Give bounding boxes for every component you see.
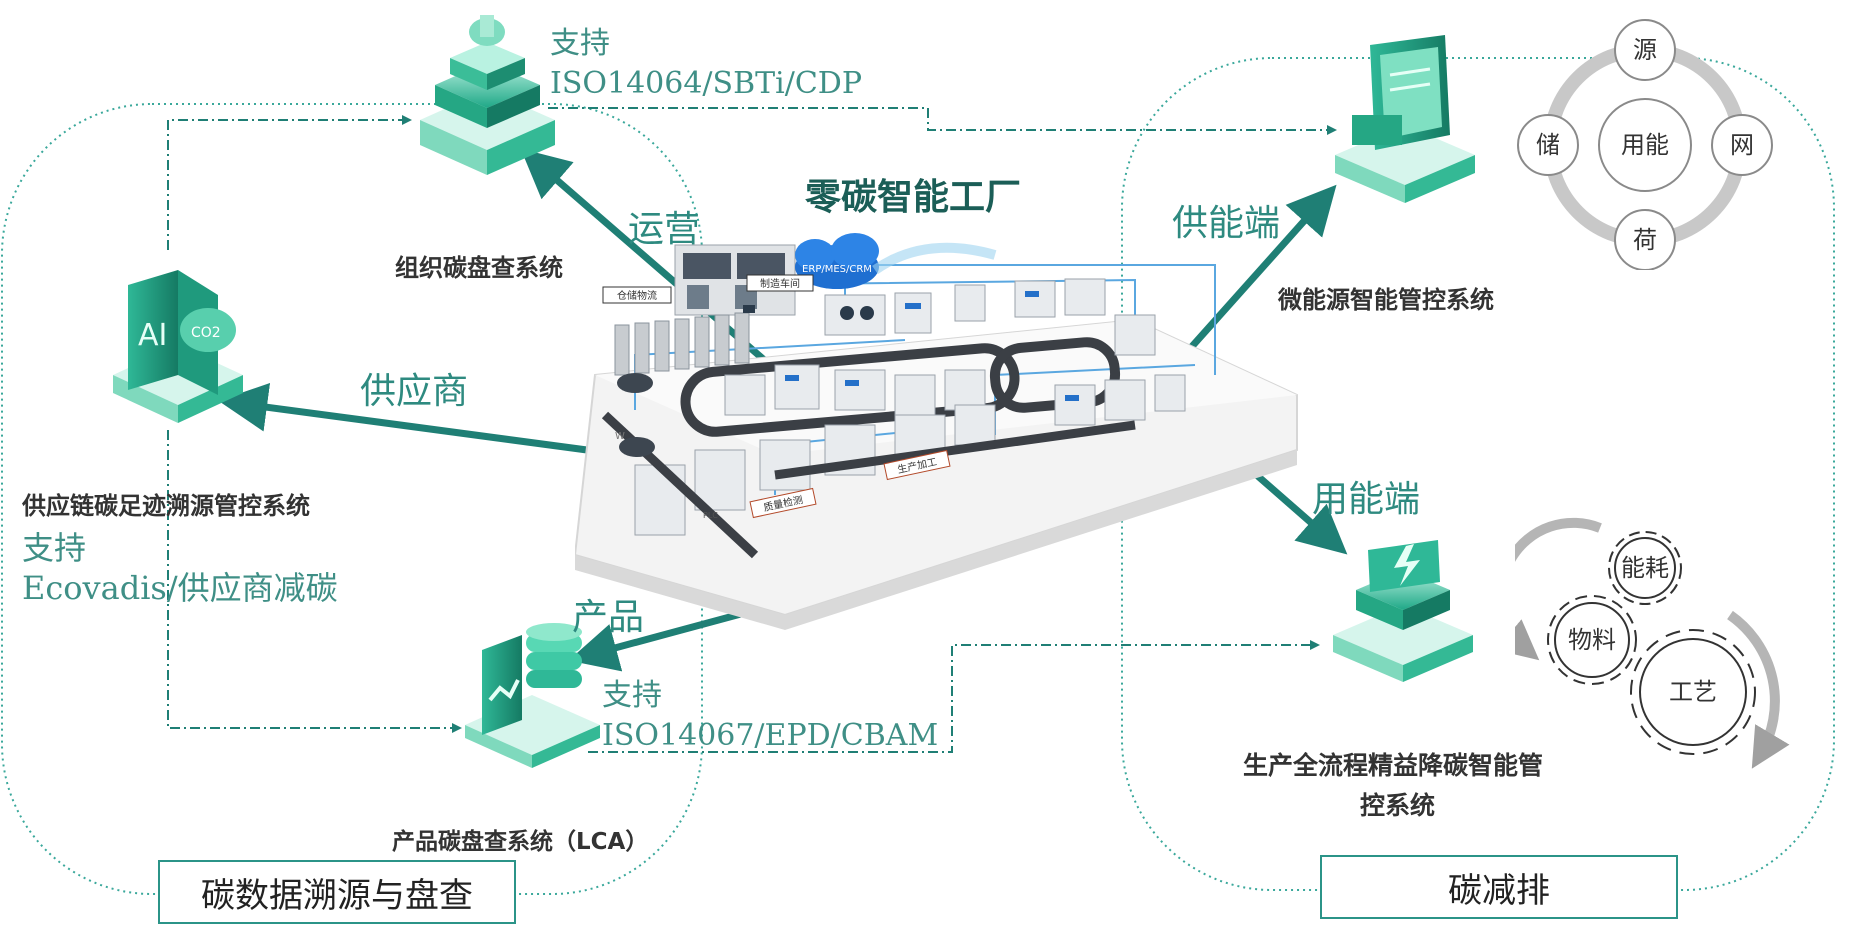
connector-supply-to-org (167, 115, 412, 250)
lightning-box-icon (1333, 540, 1473, 682)
ai-co2-icon: AI CO2 (113, 270, 243, 423)
left-region-badge: 碳数据溯源与盘查 (158, 860, 516, 924)
gear-material: 物料 (1547, 595, 1637, 685)
gear-process: 工艺 (1630, 629, 1756, 755)
control-room (674, 244, 796, 316)
gear-label-process: 工艺 (1669, 678, 1717, 706)
org-standard-label: 支持 (550, 26, 610, 61)
arrow-operation (520, 148, 773, 368)
connector-product-to-production (588, 640, 1320, 753)
product-lca-system-label: 产品碳盘查系统（LCA） (392, 829, 649, 855)
supplier-standard-label: 支持 (22, 529, 87, 567)
plc-tag: PLC (703, 511, 718, 520)
workshop-tag: 制造车间 (760, 277, 800, 290)
org-carbon-system-label: 组织碳盘查系统 (395, 254, 563, 282)
product-standard-label: 支持 (602, 678, 662, 713)
warehouse-tag: 仓储物流 (617, 289, 657, 302)
supply-chain-system-label: 供应链碳足迹溯源管控系统 (22, 492, 310, 520)
edge-label-operation: 运营 (628, 209, 701, 250)
production-system-label-line2: 控系统 (1360, 791, 1436, 820)
factory-illustration: ERP/MES/CRM 仓储物流 制造车间 (575, 233, 1298, 630)
wheel-top: 源 (1633, 36, 1657, 64)
gear-label-material: 物料 (1568, 626, 1616, 654)
connector-org-to-micro (548, 107, 1337, 135)
erp-cloud: ERP/MES/CRM (795, 233, 997, 289)
energy-wheel: 用能 源 网 荷 储 (1517, 19, 1773, 270)
edge-label-product: 产品 (572, 597, 645, 638)
edge-label-supplier: 供应商 (360, 371, 469, 412)
wheel-right: 网 (1730, 131, 1754, 159)
wheel-left: 储 (1536, 131, 1560, 159)
coin-stack-icon (465, 623, 600, 768)
right-region-badge: 碳减排 (1320, 855, 1678, 919)
warehouse-racks (614, 312, 750, 376)
cloud-tag: ERP/MES/CRM (802, 264, 872, 275)
energy-panel-icon (1335, 35, 1475, 203)
wifi-tag: W (615, 431, 625, 442)
micro-energy-system-label: 微能源智能管控系统 (1278, 286, 1494, 314)
gears-cluster: 能耗 物料 工艺 (1515, 517, 1790, 769)
edge-label-supply-side: 供能端 (1172, 203, 1281, 244)
product-standard-value: ISO14067/EPD/CBAM (602, 718, 939, 753)
supplier-standard-value: Ecovadis/供应商减碳 (22, 569, 338, 607)
conveyor-loop (680, 343, 1020, 437)
org-standard-value: ISO14064/SBTi/CDP (550, 66, 863, 101)
svg-text:AI: AI (138, 318, 167, 353)
svg-text:CO2: CO2 (191, 325, 221, 341)
cloud-stack-icon (420, 15, 555, 175)
gear-energy: 能耗 (1608, 531, 1682, 605)
gear-label-energy: 能耗 (1621, 554, 1669, 582)
arrow-supplier (218, 382, 603, 456)
diagram-title: 零碳智能工厂 (805, 177, 1022, 218)
wheel-bottom: 荷 (1633, 226, 1657, 254)
wheel-center: 用能 (1621, 131, 1669, 159)
production-system-label-line1: 生产全流程精益降碳智能管 (1243, 751, 1544, 780)
edge-label-consume-side: 用能端 (1312, 479, 1421, 520)
